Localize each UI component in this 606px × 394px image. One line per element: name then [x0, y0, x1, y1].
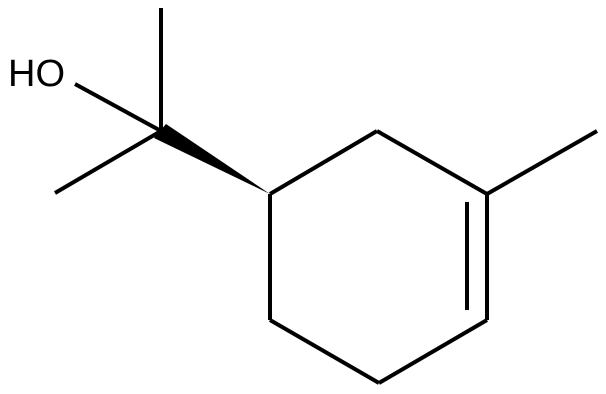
bond-methyl-left — [53, 129, 163, 195]
ring-bond-c1-c2 — [268, 129, 379, 196]
wedge-bond — [154, 124, 270, 194]
ring-bond-c4-c5 — [377, 318, 489, 385]
ring-bond-c5-c6 — [268, 318, 381, 385]
hydroxyl-label: HO — [8, 53, 65, 95]
bond-c-oh — [74, 82, 162, 133]
bond-ring-methyl — [486, 129, 598, 196]
ring-bond-c2-c3 — [376, 129, 488, 196]
